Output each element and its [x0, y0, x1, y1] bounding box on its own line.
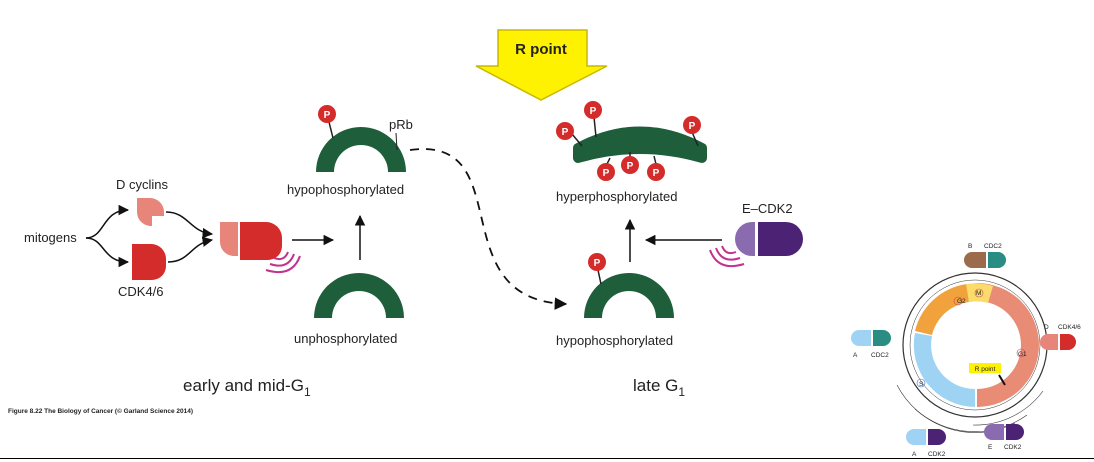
inset-complex-e-cdk2: E CDK2 — [984, 424, 1024, 451]
inset-cdk-label: CDK2 — [1004, 444, 1022, 451]
phosphate-label: P — [603, 168, 610, 179]
s-phase-segment — [913, 333, 975, 407]
mitogens-branch-up — [85, 204, 130, 239]
inset-phase-s: S — [919, 381, 924, 388]
kinase-activity-arcs — [265, 251, 301, 274]
figure-caption: Figure 8.22 The Biology of Cancer (© Gar… — [8, 407, 193, 415]
prb-hypophosphorylated-early: P — [316, 105, 406, 172]
hypophosphorylated-label-right: hypophosphorylated — [556, 333, 673, 348]
d-cyclin-cdk46-complex — [219, 222, 301, 274]
inset-phase-g2: G2 — [957, 298, 966, 305]
phosphate-label: P — [594, 258, 601, 269]
inset-cyclin-label: B — [968, 243, 972, 250]
mitogens-label: mitogens — [24, 230, 77, 245]
e-cdk2-complex — [709, 222, 803, 268]
e-cdk2-label: E–CDK2 — [742, 201, 793, 216]
late-g1-label: late G1 — [633, 376, 685, 399]
prb-hyperphosphorylated: P P P P P P — [556, 101, 707, 181]
g2-phase-segment — [915, 284, 969, 335]
prb-label: pRb — [389, 117, 413, 132]
phosphate-label: P — [562, 127, 569, 138]
phosphate-label: P — [689, 121, 696, 132]
r-point-label: R point — [515, 41, 567, 58]
d-cyclin-to-complex-arrow — [165, 211, 214, 239]
cdk46-to-complex-arrow — [167, 236, 214, 263]
phosphate-label: P — [590, 106, 597, 117]
phosphate-label: P — [627, 161, 634, 172]
inset-cyclin-label: A — [853, 352, 858, 359]
inset-cdk-label: CDC2 — [871, 352, 889, 359]
inset-complex-b-cdc2: B CDC2 — [964, 243, 1006, 268]
prb-unphosphorylated — [314, 273, 404, 318]
inset-phase-g1: G1 — [1018, 351, 1027, 358]
m-phase-segment-wide — [966, 283, 993, 303]
bottom-divider — [0, 458, 1094, 459]
inset-complex-a-cdk2: A CDK2 — [906, 429, 946, 458]
r-point-arrow: R point — [475, 29, 608, 101]
hypophosphorylated-label-left: hypophosphorylated — [287, 182, 404, 197]
inset-cdk-label: CDC2 — [984, 243, 1002, 250]
d-cyclins-label: D cyclins — [116, 177, 169, 192]
early-mid-g1-label: early and mid-G1 — [183, 376, 311, 399]
inset-r-point-label: R point — [975, 366, 996, 373]
inset-cyclin-label: A — [912, 451, 917, 458]
phosphate-label: P — [324, 110, 331, 121]
mitogens-branch-down — [85, 237, 130, 268]
inset-cyclin-label: D — [1044, 324, 1049, 331]
early-to-late-dashed-arrow — [409, 148, 568, 310]
cdk46-label: CDK4/6 — [118, 284, 164, 299]
hyperphosphorylated-label: hyperphosphorylated — [556, 189, 677, 204]
d-cyclin-shape — [136, 198, 164, 226]
inset-phase-m: M — [976, 290, 981, 297]
cdk46-shape — [132, 244, 166, 280]
inset-cdk-label: CDK4/6 — [1058, 324, 1081, 331]
phosphate-label: P — [653, 168, 660, 179]
unphosphorylated-label: unphosphorylated — [294, 331, 397, 346]
inset-cdk-label: CDK2 — [928, 451, 946, 458]
inset-complex-a-cdc2: A CDC2 — [851, 330, 891, 359]
inset-cyclin-label: E — [988, 444, 993, 451]
cell-cycle-inset: R point — [896, 272, 1048, 433]
inset-complex-d-cdk46: D CDK4/6 — [1040, 324, 1081, 350]
e-cdk2-kinase-arcs — [709, 245, 745, 268]
prb-hypophosphorylated-late: P — [584, 253, 674, 318]
g1-phase-segment — [977, 283, 1039, 407]
